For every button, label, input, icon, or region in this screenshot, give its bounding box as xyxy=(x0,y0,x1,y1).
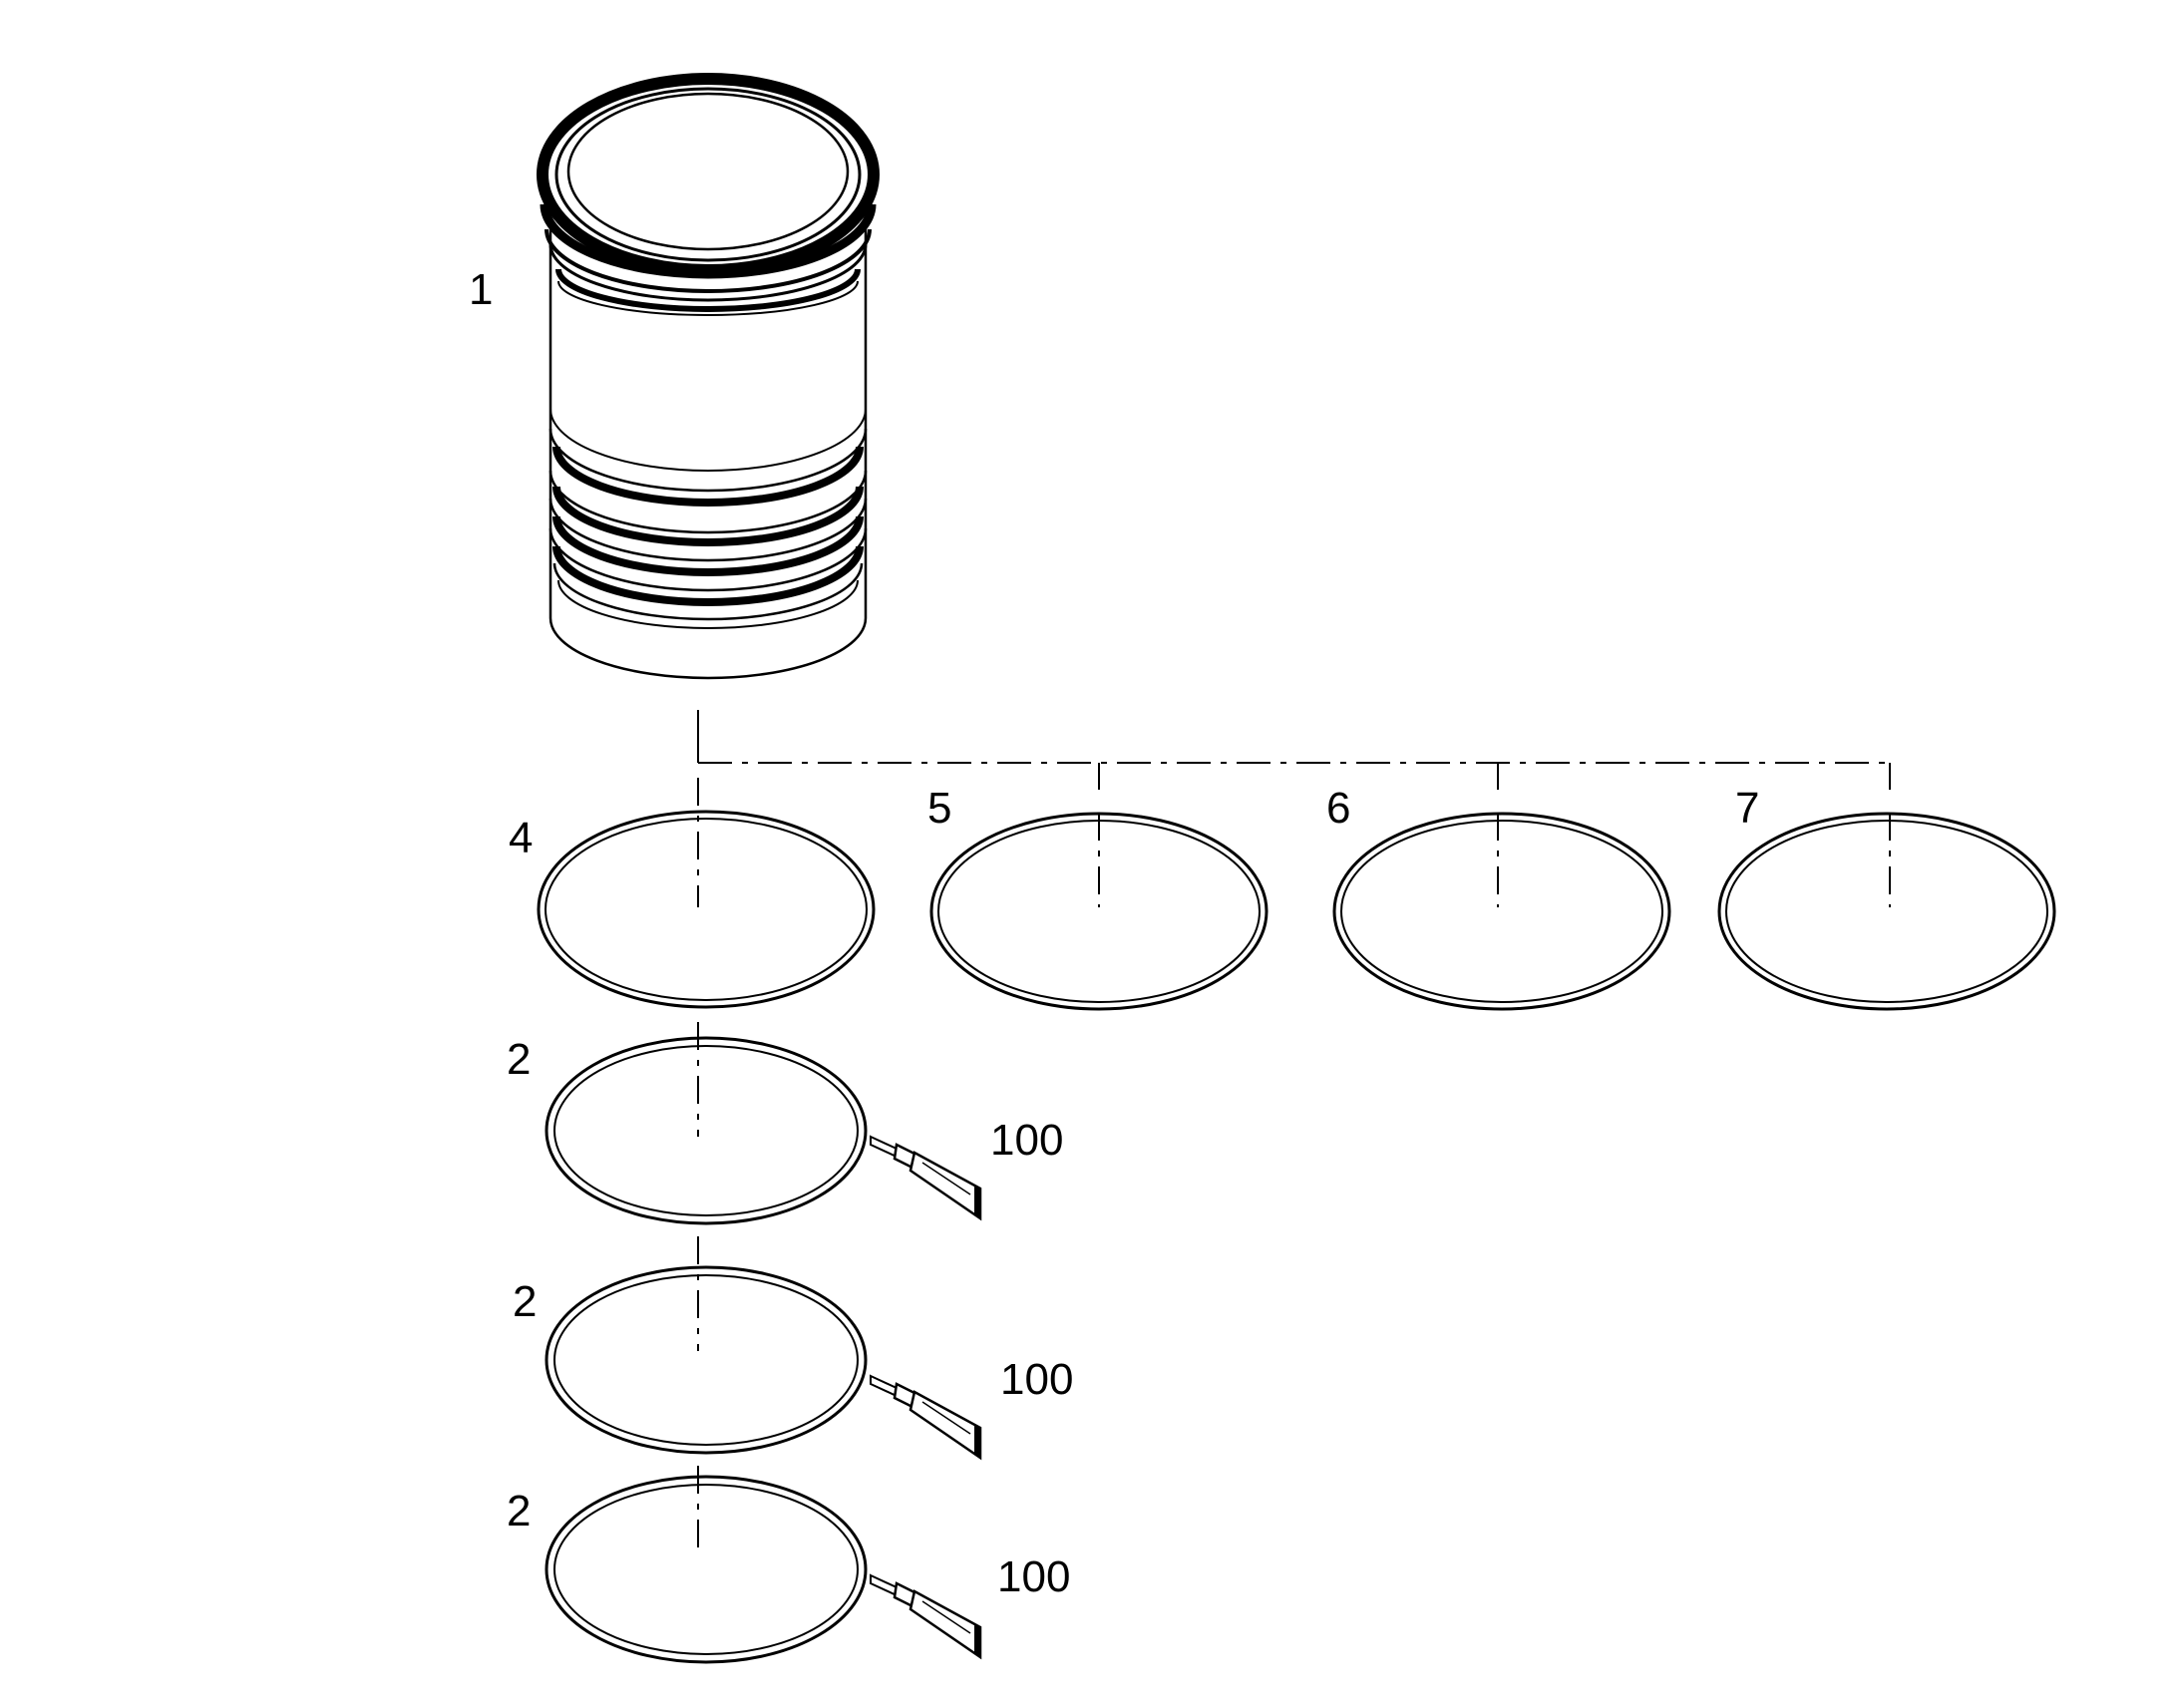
callout-sealant-2: 100 xyxy=(1000,1355,1073,1404)
sealant-tube-icon xyxy=(869,1135,982,1220)
seal-ring-6 xyxy=(1332,812,1671,1011)
callout-o-ring-3: 2 xyxy=(507,1487,531,1536)
callout-o-ring-2: 2 xyxy=(513,1277,537,1326)
callout-sealant-1: 100 xyxy=(990,1116,1063,1165)
callout-sealant-3: 100 xyxy=(997,1552,1070,1601)
o-ring-1 xyxy=(545,1036,868,1225)
cylinder-liner xyxy=(537,73,880,680)
seal-ring-4 xyxy=(537,810,876,1009)
callout-ring-5: 5 xyxy=(927,784,951,833)
o-ring-3 xyxy=(545,1475,868,1664)
callout-ring-4: 4 xyxy=(509,814,533,862)
o-ring-2 xyxy=(545,1265,868,1455)
seal-ring-7 xyxy=(1717,812,2056,1011)
callout-ring-7: 7 xyxy=(1735,784,1759,833)
leader-lines xyxy=(697,710,1891,1550)
callout-liner: 1 xyxy=(469,265,493,314)
callout-o-ring-1: 2 xyxy=(507,1035,531,1084)
sealant-tube-icon xyxy=(869,1573,982,1659)
callout-ring-6: 6 xyxy=(1326,784,1350,833)
sealant-tube-icon xyxy=(869,1374,982,1460)
seal-ring-5 xyxy=(929,812,1269,1011)
